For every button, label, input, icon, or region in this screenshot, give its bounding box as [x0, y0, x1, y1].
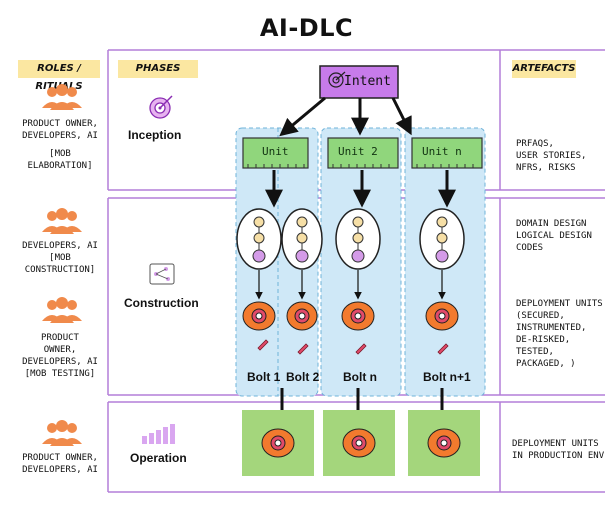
bolt-design-2 — [281, 208, 323, 270]
target-icon-bolt-2 — [286, 301, 318, 331]
target-icon-bolt-1 — [242, 301, 276, 331]
target-icon-op-n — [427, 428, 461, 458]
artefacts-construction-design: DOMAIN DESIGN LOGICAL DESIGN CODES — [516, 219, 592, 253]
unit-label-1: Unit — [262, 145, 289, 158]
artefacts-construction-deploy: DEPLOYMENT UNITS (SECURED, INSTRUMENTED,… — [516, 299, 603, 369]
unit-box-2 — [327, 137, 399, 169]
header-phases: PHASES — [118, 60, 198, 78]
target-icon-op-1 — [261, 428, 295, 458]
bolt-label-2: Bolt 2 — [286, 370, 320, 384]
artefacts-inception: PRFAQS, USER STORIES, NFRS, RISKS — [516, 139, 587, 173]
roles-construction: DEVELOPERS, AI [MOB CONSTRUCTION] — [22, 241, 98, 275]
phase-operation-label: Operation — [130, 451, 187, 465]
unit-label-2: Unit 2 — [338, 145, 378, 158]
rocket-icon-bolt-2 — [297, 343, 309, 355]
bolt-design-n1 — [419, 208, 465, 270]
bar-chart-icon-operation — [142, 424, 175, 444]
phase-construction-label: Construction — [124, 296, 199, 310]
roles-inception: PRODUCT OWNER, DEVELOPERS, AI [MOB ELABO… — [22, 119, 98, 171]
team-icon-testing — [42, 297, 82, 323]
rocket-icon-bolt-1 — [257, 339, 269, 351]
bolt-label-n1: Bolt n+1 — [423, 370, 471, 384]
target-icon-bolt-n1 — [425, 301, 459, 331]
target-icon-op-2 — [342, 428, 376, 458]
bolt-label-n: Bolt n — [343, 370, 377, 384]
team-icon-inception — [42, 84, 82, 110]
artefacts-operation: DEPLOYMENT UNITS IN PRODUCTION ENV — [512, 439, 605, 461]
roles-operation: PRODUCT OWNER, DEVELOPERS, AI — [22, 453, 98, 475]
rocket-icon-bolt-n — [355, 343, 367, 355]
unit-box-n — [411, 137, 483, 169]
target-icon-inception — [149, 95, 173, 119]
bolt-design-n — [335, 208, 381, 270]
team-icon-construction — [42, 208, 82, 234]
network-icon-construction — [149, 263, 175, 285]
bolt-design-1 — [236, 208, 282, 270]
bolt-label-1: Bolt 1 — [247, 370, 281, 384]
header-artefacts: ARTEFACTS — [512, 60, 576, 78]
roles-testing: PRODUCT OWNER, DEVELOPERS, AI [MOB TESTI… — [22, 333, 98, 379]
intent-target-icon — [328, 71, 346, 88]
unit-box-1 — [242, 137, 309, 169]
team-icon-operation — [42, 420, 82, 446]
unit-label-n: Unit n — [422, 145, 462, 158]
diagram-title: AI-DLC — [259, 14, 354, 42]
rocket-icon-bolt-n1 — [437, 343, 449, 355]
intent-label: Intent — [344, 74, 391, 89]
intent-box — [319, 65, 399, 99]
target-icon-bolt-n — [341, 301, 375, 331]
phase-inception-label: Inception — [128, 128, 182, 142]
